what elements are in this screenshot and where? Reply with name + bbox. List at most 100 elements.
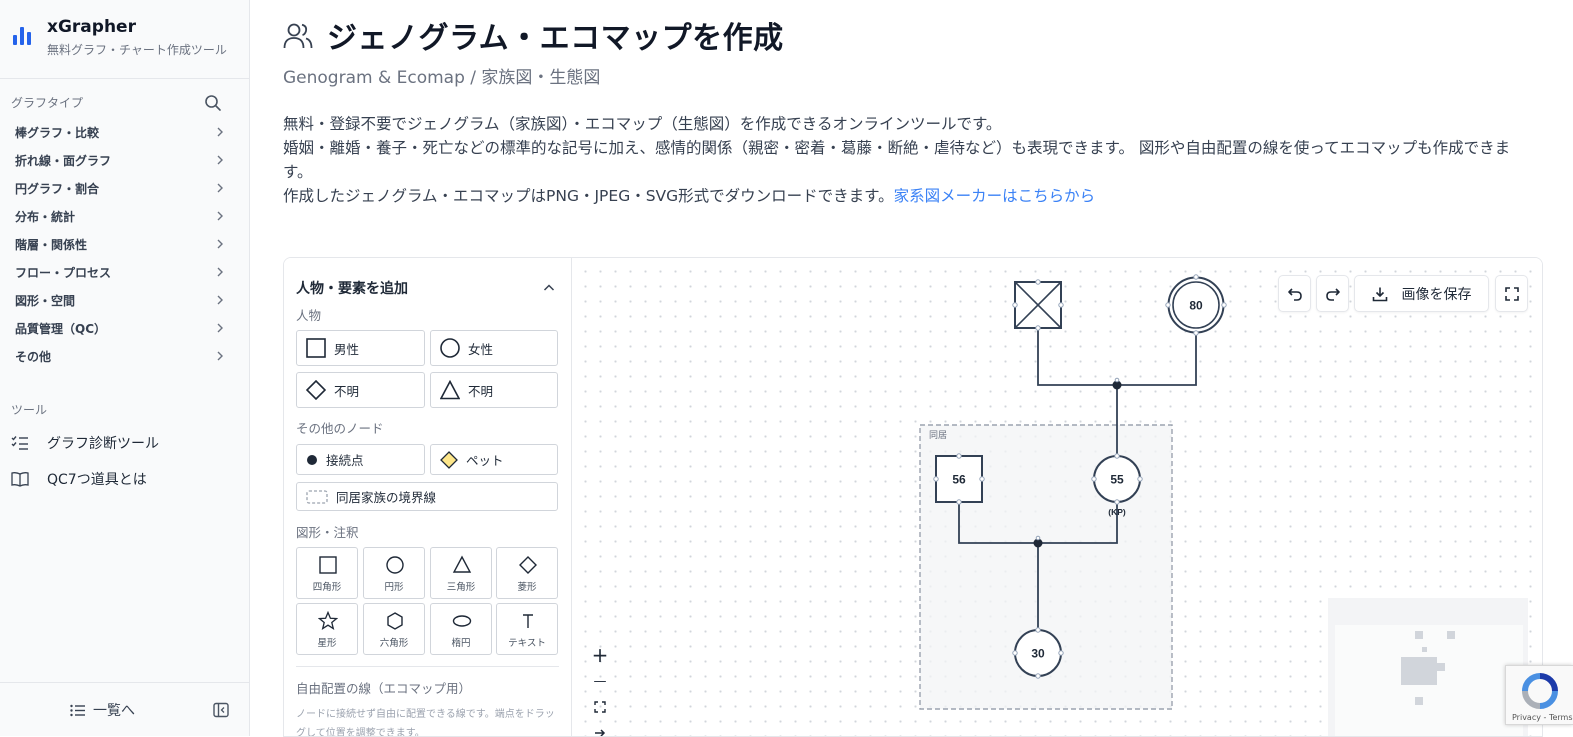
sidebar-footer: 一覧へ <box>0 682 249 736</box>
zoom-controls: + — <box>587 642 613 736</box>
zoom-in-label: + <box>591 643 609 667</box>
connector-point[interactable] <box>1112 380 1122 390</box>
pet-diamond-icon <box>440 450 458 469</box>
shapes-section-label: 図形・注釈 <box>296 525 359 540</box>
page-description: 無料・登録不要でジェノグラム（家族図）・エコマップ（生態図）を作成できるオンライ… <box>283 112 1533 208</box>
sidebar: xGrapher 無料グラフ・チャート作成ツール グラフタイプ 棒グラフ・比較 … <box>0 0 250 736</box>
palette-title: 人物・要素を追加 <box>296 281 408 297</box>
fit-view-button[interactable] <box>587 694 613 720</box>
add-pet-button[interactable]: ペット <box>430 444 558 475</box>
search-icon[interactable] <box>204 94 222 112</box>
description-line: 作成したジェノグラム・エコマップはPNG・JPEG・SVG形式でダウンロードでき… <box>283 184 1533 208</box>
save-image-button[interactable]: 画像を保存 <box>1354 275 1489 312</box>
page-title: ジェノグラム・エコマップを作成 <box>327 21 784 56</box>
category-qc[interactable]: 品質管理（QC） <box>0 314 249 342</box>
add-shape-star-button[interactable]: 星形 <box>296 603 358 655</box>
tool-qc7[interactable]: QC7つ道具とは <box>11 469 147 489</box>
add-shape-square-button[interactable]: 四角形 <box>296 547 358 599</box>
family-tree-maker-link[interactable]: 家系図メーカーはこちらから <box>893 187 1096 205</box>
back-label: 一覧へ <box>93 703 135 719</box>
recaptcha-badge[interactable]: Privacy - Terms <box>1505 665 1573 725</box>
redo-button[interactable] <box>1316 275 1349 312</box>
add-shape-ellipse-button[interactable]: 楕円 <box>430 603 492 655</box>
save-label: 画像を保存 <box>1401 286 1472 303</box>
grandparents-marriage-line[interactable] <box>1037 328 1197 386</box>
category-other[interactable]: その他 <box>0 342 249 370</box>
diamond-icon <box>519 556 537 574</box>
add-shape-hexagon-button[interactable]: 六角形 <box>363 603 425 655</box>
ellipse-icon <box>452 615 472 627</box>
sidebar-collapse-icon[interactable] <box>213 702 229 718</box>
diagram-canvas[interactable]: 同居 80 <box>572 258 1542 736</box>
add-shape-triangle-button[interactable]: 三角形 <box>430 547 492 599</box>
deceased-male-node[interactable] <box>1014 281 1062 329</box>
add-household-boundary-button[interactable]: 同居家族の境界線 <box>296 482 558 511</box>
circle-icon <box>386 556 404 574</box>
triangle-icon <box>440 380 460 400</box>
category-label: 棒グラフ・比較 <box>15 125 100 140</box>
arrow-right-icon <box>595 729 606 736</box>
child-female-node[interactable]: 30 <box>1014 629 1062 677</box>
age-label: 80 <box>1189 299 1203 313</box>
category-hierarchy[interactable]: 階層・関係性 <box>0 230 249 258</box>
minimap[interactable] <box>1328 598 1528 736</box>
zoom-out-button[interactable]: — <box>587 668 613 694</box>
download-icon <box>1372 287 1387 301</box>
free-line-label: 自由配置の線（エコマップ用） <box>296 681 472 696</box>
add-female-button[interactable]: 女性 <box>430 330 558 366</box>
add-unknown-diamond-button[interactable]: 不明 <box>296 372 425 408</box>
category-pie[interactable]: 円グラフ・割合 <box>0 174 249 202</box>
app-tagline: 無料グラフ・チャート作成ツール <box>47 43 227 57</box>
age-label: 55 <box>1110 473 1124 487</box>
category-line[interactable]: 折れ線・面グラフ <box>0 146 249 174</box>
add-connector-button[interactable]: 接続点 <box>296 444 425 475</box>
chevron-right-icon <box>217 127 223 137</box>
chevron-up-icon[interactable] <box>543 282 555 294</box>
undo-button[interactable] <box>1278 275 1311 312</box>
description-line: 無料・登録不要でジェノグラム（家族図）・エコマップ（生態図）を作成できるオンライ… <box>283 115 1002 133</box>
tool-graph-diagnosis[interactable]: グラフ診断ツール <box>11 433 159 453</box>
category-bar[interactable]: 棒グラフ・比較 <box>0 118 249 146</box>
category-flow[interactable]: フロー・プロセス <box>0 258 249 286</box>
chevron-right-icon <box>217 155 223 165</box>
redo-icon <box>1325 287 1340 301</box>
female-node[interactable]: 80 <box>1167 276 1225 334</box>
graph-types-label: グラフタイプ <box>11 96 84 110</box>
recaptcha-text[interactable]: Privacy - Terms <box>1512 713 1573 722</box>
category-label: その他 <box>15 349 52 364</box>
add-shape-circle-button[interactable]: 円形 <box>363 547 425 599</box>
add-male-button[interactable]: 男性 <box>296 330 425 366</box>
shape-label: 四角形 <box>312 582 342 593</box>
male-node[interactable]: 56 <box>935 455 983 503</box>
page-subtitle: Genogram & Ecomap / 家族図・生態図 <box>283 68 601 88</box>
hexagon-icon <box>387 612 403 630</box>
add-shape-diamond-button[interactable]: 菱形 <box>496 547 558 599</box>
add-unknown-triangle-button[interactable]: 不明 <box>430 372 558 408</box>
button-label: 接続点 <box>326 453 364 468</box>
node-handles[interactable] <box>933 274 1227 679</box>
star-icon <box>318 611 338 631</box>
brand-header[interactable]: xGrapher 無料グラフ・チャート作成ツール <box>0 0 249 79</box>
square-icon <box>306 338 326 358</box>
household-label: 同居 <box>929 430 947 440</box>
fullscreen-button[interactable] <box>1495 275 1528 312</box>
back-to-list-link[interactable]: 一覧へ <box>70 700 135 720</box>
tool-label: グラフ診断ツール <box>47 436 159 452</box>
age-label: 56 <box>952 473 966 487</box>
zoom-in-button[interactable]: + <box>587 642 613 668</box>
shape-label: 円形 <box>384 582 404 593</box>
button-label: 不明 <box>468 383 494 399</box>
key-person-label: (KP) <box>1108 507 1126 517</box>
description-text: 作成したジェノグラム・エコマップはPNG・JPEG・SVG形式でダウンロードでき… <box>283 187 894 205</box>
genogram-editor: 人物・要素を追加 人物 男性 女性 不明 不明 その他のノード 接続点 ペット <box>283 257 1543 737</box>
category-distribution[interactable]: 分布・統計 <box>0 202 249 230</box>
free-line-note: ノードに接続せず自由に配置できる線です。端点をドラッグして位置を調整できます。 <box>296 709 555 737</box>
connector-point[interactable] <box>1033 538 1043 548</box>
interactive-toggle-button[interactable] <box>587 720 613 736</box>
chevron-right-icon <box>217 239 223 249</box>
shape-label: 三角形 <box>446 582 476 593</box>
category-label: フロー・プロセス <box>15 265 112 280</box>
diamond-icon <box>306 380 326 400</box>
category-shape[interactable]: 図形・空間 <box>0 286 249 314</box>
add-text-button[interactable]: テキスト <box>496 603 558 655</box>
